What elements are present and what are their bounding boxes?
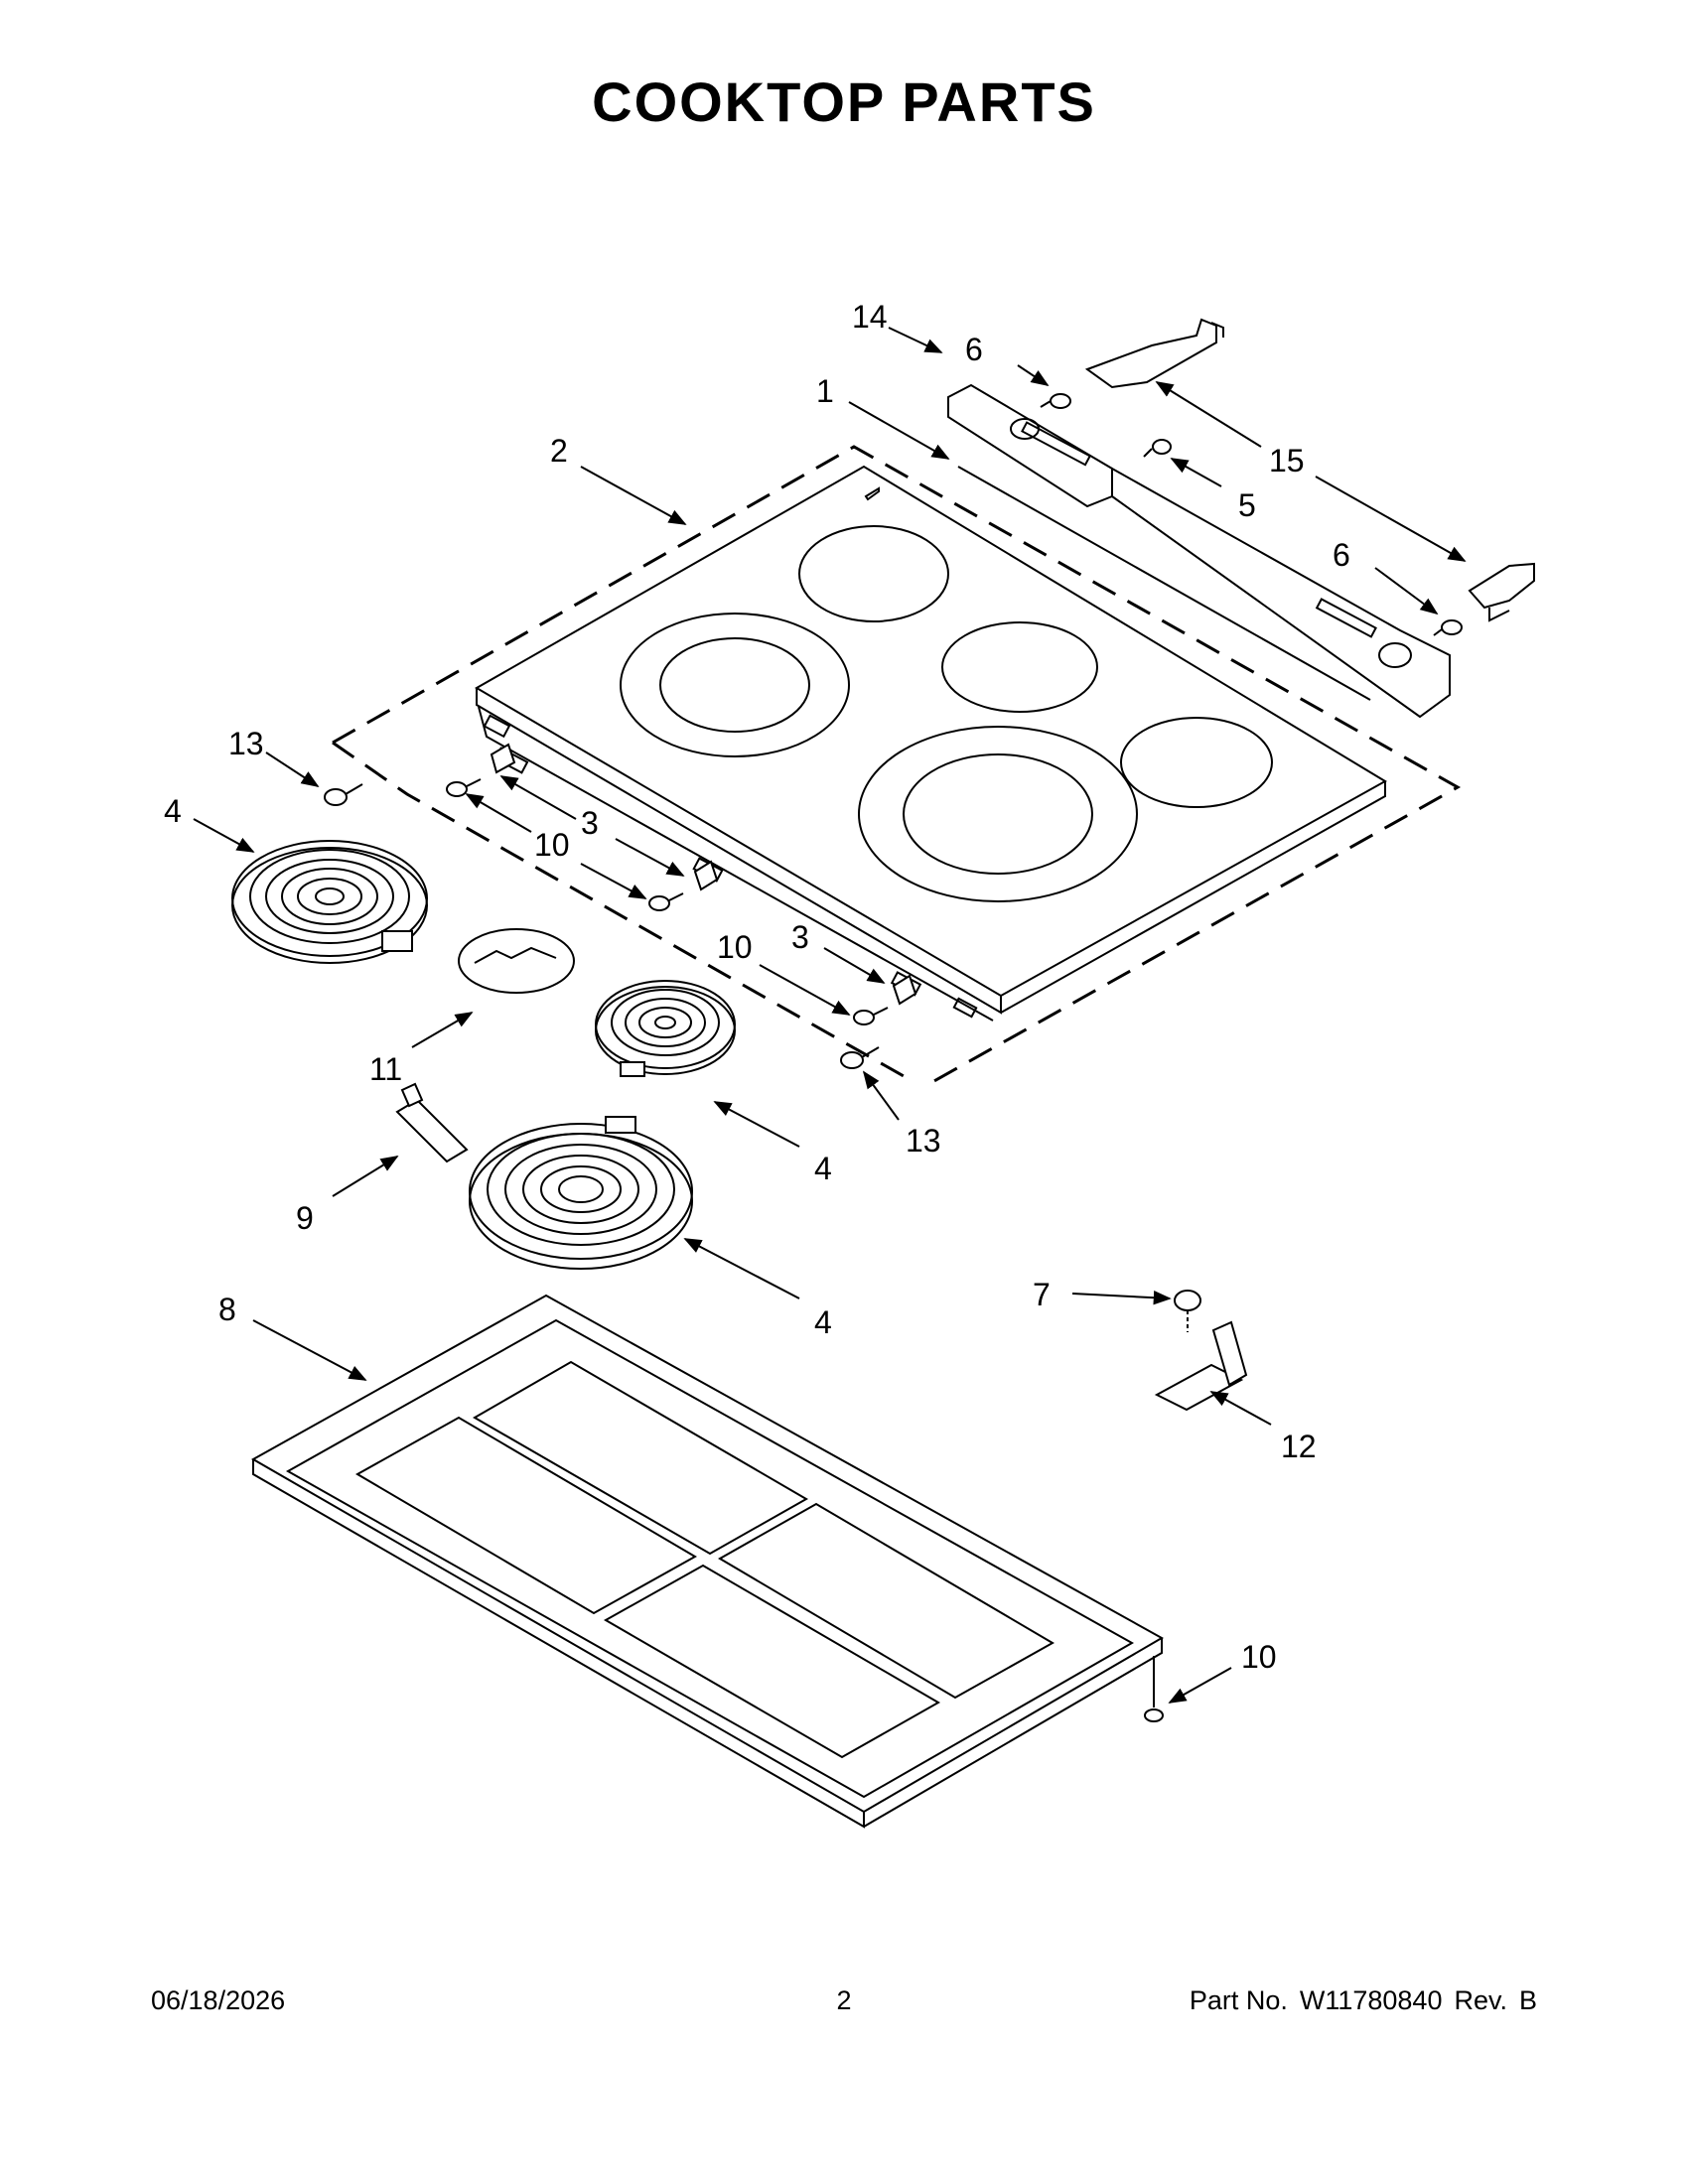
svg-text:4: 4 bbox=[164, 793, 182, 829]
surface-element-middle bbox=[595, 980, 736, 1077]
callout-13-left: 13 bbox=[228, 726, 320, 787]
callout-10-a: 10 bbox=[465, 793, 647, 899]
callout-13-bottom: 13 bbox=[862, 1070, 941, 1159]
svg-text:2: 2 bbox=[550, 433, 568, 469]
element-shield bbox=[458, 928, 575, 994]
callout-15: 15 bbox=[1155, 381, 1467, 562]
surface-element-large bbox=[469, 1116, 693, 1270]
callout-4-large: 4 bbox=[683, 1238, 832, 1340]
callouts: 14 6 1 2 15 5 6 13 4 3 10 10 3 11 13 4 9… bbox=[164, 299, 1467, 1704]
svg-text:1: 1 bbox=[816, 373, 834, 409]
screw-10-c bbox=[853, 1007, 889, 1025]
callout-3-a: 3 bbox=[499, 775, 685, 877]
screw-6-right bbox=[1433, 619, 1463, 636]
surface-element-left bbox=[231, 840, 428, 964]
callout-8: 8 bbox=[218, 1292, 367, 1381]
callout-6-top: 6 bbox=[965, 332, 1050, 386]
svg-text:8: 8 bbox=[218, 1292, 236, 1327]
callout-6-right: 6 bbox=[1333, 537, 1439, 615]
svg-text:12: 12 bbox=[1281, 1429, 1317, 1464]
screw-5 bbox=[1143, 439, 1172, 458]
svg-text:4: 4 bbox=[814, 1304, 832, 1340]
callout-2: 2 bbox=[550, 433, 687, 525]
svg-text:5: 5 bbox=[1238, 487, 1256, 523]
callout-1: 1 bbox=[816, 373, 950, 460]
svg-text:11: 11 bbox=[369, 1051, 402, 1087]
svg-text:6: 6 bbox=[965, 332, 983, 367]
svg-text:15: 15 bbox=[1269, 443, 1305, 478]
limiter-bracket bbox=[395, 1082, 469, 1163]
clip-3-c bbox=[892, 974, 917, 1006]
cooktop-glass bbox=[475, 465, 1387, 1015]
callout-10-lower: 10 bbox=[1168, 1639, 1277, 1704]
svg-text:14: 14 bbox=[852, 299, 888, 335]
svg-text:7: 7 bbox=[1033, 1277, 1051, 1312]
svg-text:3: 3 bbox=[581, 805, 599, 841]
callout-14: 14 bbox=[852, 299, 943, 353]
screw-13-bottom bbox=[840, 1046, 880, 1069]
clip-3-a bbox=[490, 743, 516, 774]
assembly-outline bbox=[332, 445, 1462, 1089]
svg-text:3: 3 bbox=[791, 919, 809, 955]
side-bracket-lower bbox=[1468, 562, 1535, 622]
screw-7 bbox=[1174, 1290, 1201, 1332]
rev-value: B bbox=[1518, 1985, 1537, 2015]
title-word-cooktop: COOKTOP bbox=[592, 70, 887, 133]
clip-3-b bbox=[693, 860, 719, 891]
rear-trim-bracket bbox=[947, 383, 1451, 719]
callout-11: 11 bbox=[369, 1012, 474, 1087]
svg-text:6: 6 bbox=[1333, 537, 1350, 573]
svg-text:10: 10 bbox=[1241, 1639, 1277, 1675]
callout-4-middle: 4 bbox=[713, 1101, 832, 1186]
callout-5: 5 bbox=[1170, 458, 1256, 523]
burner-box bbox=[250, 1294, 1165, 1829]
screw-6-top bbox=[1040, 393, 1071, 409]
svg-text:10: 10 bbox=[534, 827, 570, 863]
footer-page-number: 2 bbox=[836, 1985, 852, 2015]
footer-part-number: Part No. W11780840 Rev. B bbox=[1178, 1985, 1537, 2016]
title-word-parts: PARTS bbox=[902, 70, 1096, 133]
side-bracket-upper bbox=[1084, 318, 1224, 389]
screw-13-left bbox=[324, 783, 363, 806]
part-label: Part No. bbox=[1189, 1985, 1288, 2015]
screws bbox=[324, 393, 1463, 1722]
svg-text:13: 13 bbox=[228, 726, 264, 761]
callout-10-b: 10 bbox=[717, 929, 851, 1016]
callout-9: 9 bbox=[296, 1156, 399, 1236]
svg-text:4: 4 bbox=[814, 1151, 832, 1186]
screw-10-a bbox=[446, 778, 482, 797]
burner-box-wells bbox=[354, 1360, 1055, 1759]
callout-12: 12 bbox=[1209, 1391, 1317, 1464]
svg-text:13: 13 bbox=[906, 1123, 941, 1159]
front-trim-and-clips bbox=[478, 706, 994, 1022]
screw-10-b bbox=[648, 892, 684, 911]
svg-text:10: 10 bbox=[717, 929, 753, 965]
footer-date: 06/18/2026 bbox=[151, 1985, 286, 2015]
callout-4-left: 4 bbox=[164, 793, 255, 853]
terminal-bracket bbox=[1154, 1320, 1248, 1412]
screw-10-lower bbox=[1144, 1656, 1164, 1722]
callout-7: 7 bbox=[1033, 1277, 1172, 1312]
rev-label: Rev. bbox=[1454, 1985, 1507, 2015]
callout-3-b: 3 bbox=[791, 919, 886, 984]
svg-text:9: 9 bbox=[296, 1200, 314, 1236]
part-number: W11780840 bbox=[1299, 1985, 1443, 2015]
